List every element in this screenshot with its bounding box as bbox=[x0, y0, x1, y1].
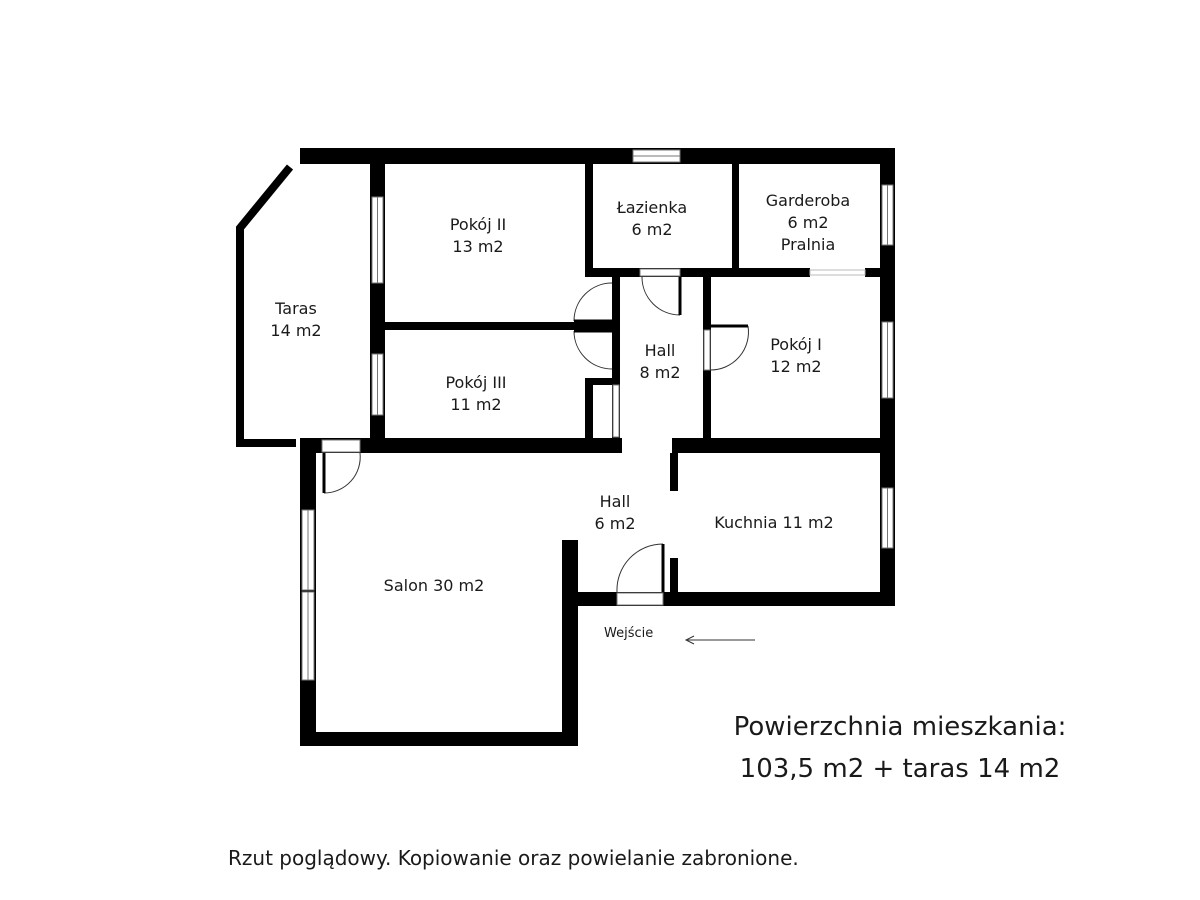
room-pokoj-3: Pokój III 11 m2 bbox=[445, 372, 506, 416]
room-name: Pokój I bbox=[770, 335, 822, 354]
room-hall-2: Hall 6 m2 bbox=[594, 491, 635, 535]
windows bbox=[301, 149, 894, 681]
room-area: 13 m2 bbox=[452, 237, 504, 256]
room-name: Hall bbox=[644, 341, 676, 360]
room-extra: Pralnia bbox=[780, 235, 836, 254]
room-area: 12 m2 bbox=[770, 357, 822, 376]
room-hall-1: Hall 8 m2 bbox=[639, 340, 680, 384]
room-area: 8 m2 bbox=[639, 363, 681, 382]
room-name: Taras bbox=[275, 299, 317, 318]
room-name: Pokój III bbox=[445, 373, 507, 392]
copyright-note: Rzut poglądowy. Kopiowanie oraz powielan… bbox=[228, 846, 799, 870]
room-kuchnia: Kuchnia 11 m2 bbox=[714, 512, 833, 534]
room-pokoj-1: Pokój I 12 m2 bbox=[770, 334, 822, 378]
room-name: Salon 30 m2 bbox=[383, 576, 485, 595]
room-area: 11 m2 bbox=[450, 395, 502, 414]
room-area: 6 m2 bbox=[787, 213, 829, 232]
room-name: Kuchnia 11 m2 bbox=[714, 513, 834, 532]
room-name: Pokój II bbox=[449, 215, 507, 234]
arrow-left-icon bbox=[684, 635, 755, 645]
room-lazienka: Łazienka 6 m2 bbox=[617, 197, 687, 241]
room-area: 6 m2 bbox=[594, 514, 636, 533]
doors bbox=[322, 276, 749, 593]
entrance-label: Wejście bbox=[604, 626, 654, 641]
room-taras: Taras 14 m2 bbox=[270, 298, 321, 342]
room-name: Hall bbox=[599, 492, 631, 511]
terrace-outline bbox=[236, 164, 296, 447]
room-area: 14 m2 bbox=[270, 321, 322, 340]
room-pokoj-2: Pokój II 13 m2 bbox=[450, 214, 506, 258]
room-garderoba: Garderoba 6 m2 Pralnia bbox=[766, 190, 850, 256]
area-summary: Powierzchnia mieszkania: 103,5 m2 + tara… bbox=[734, 706, 1067, 790]
area-summary-title: Powierzchnia mieszkania: bbox=[733, 712, 1067, 742]
area-summary-value: 103,5 m2 + taras 14 m2 bbox=[739, 754, 1061, 784]
room-name: Garderoba bbox=[765, 191, 851, 210]
room-name: Łazienka bbox=[616, 198, 688, 217]
room-salon: Salon 30 m2 bbox=[384, 575, 485, 597]
room-area: 6 m2 bbox=[631, 220, 673, 239]
